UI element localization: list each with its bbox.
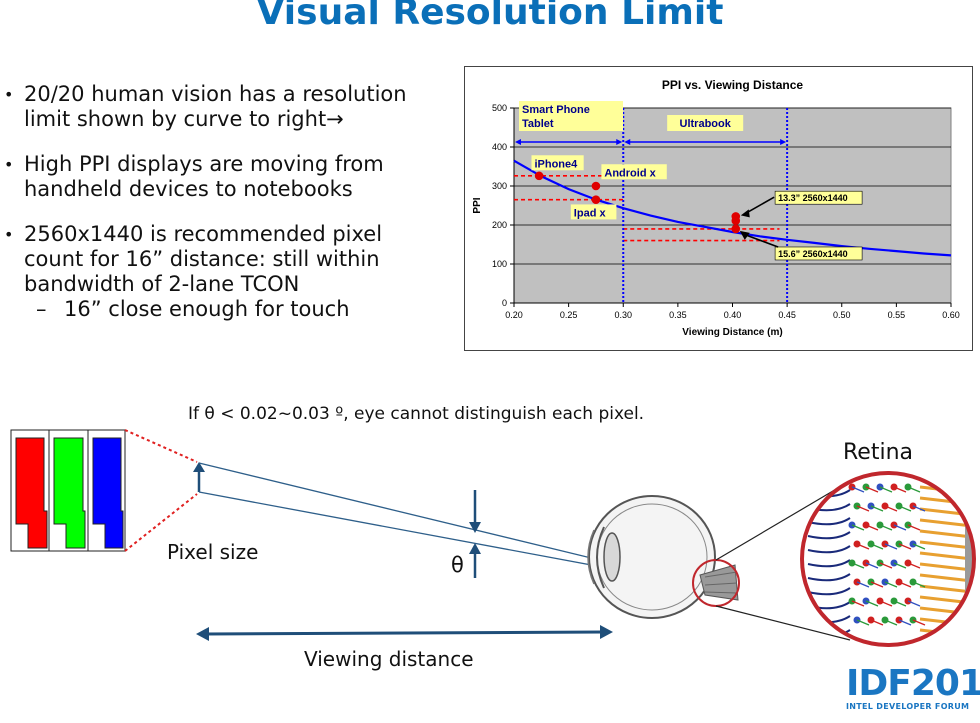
bullet-item: 20/20 human vision has a resolution limi…	[4, 82, 464, 132]
x-tick-label: 0.55	[888, 310, 906, 320]
x-tick-label: 0.50	[833, 310, 851, 320]
pixel-size-arrow	[193, 462, 205, 492]
diagram-caption: If θ < 0.02~0.03 º, eye cannot distingui…	[188, 404, 645, 424]
bullet-item: 2560x1440 is recommended pixel count for…	[4, 222, 464, 297]
theta-arrows	[469, 490, 481, 578]
region-label-box	[667, 115, 744, 131]
annotation-arrow	[742, 233, 779, 248]
device-annotation-box	[774, 190, 863, 205]
device-annotation-box	[774, 246, 863, 261]
x-tick-label: 0.30	[614, 310, 632, 320]
x-tick-label: 0.45	[778, 310, 796, 320]
x-tick-label: 0.35	[669, 310, 687, 320]
slide-title: Visual Resolution Limit	[256, 0, 724, 33]
chart-svg: PPI vs. Viewing Distance 0 100 200 300 400 500…	[472, 78, 960, 338]
region-label: Tablet	[522, 118, 554, 130]
region-label-box	[519, 101, 623, 131]
y-tick-label: 500	[492, 103, 507, 113]
device-data-point	[591, 181, 601, 191]
bullet-item: High PPI displays are moving from handhe…	[4, 152, 464, 202]
device-data-point	[731, 216, 741, 226]
y-tick-label: 100	[492, 259, 507, 269]
x-tick-label: 0.25	[560, 310, 578, 320]
y-tick-label: 0	[502, 298, 507, 308]
resolution-limit-curve	[513, 159, 952, 257]
device-data-point	[534, 171, 544, 181]
device-annotation-label: 15.6” 2560x1440	[778, 249, 848, 259]
annotation-arrowhead	[740, 209, 750, 218]
blue-subpixel	[92, 437, 124, 549]
logo-main-text: IDF2012	[846, 663, 980, 704]
retina-zoom-lines	[715, 487, 851, 641]
device-annotation-label: 13.3” 2560x1440	[778, 193, 848, 203]
zoom-lines	[124, 429, 198, 552]
y-tick-label: 300	[492, 181, 507, 191]
idf-logo: IDF2012 INTEL DEVELOPER FORUM	[846, 663, 980, 712]
region-arrowhead-right	[780, 139, 787, 145]
y-axis-label: PPI	[472, 197, 483, 213]
logo-sub-text: INTEL DEVELOPER FORUM	[846, 702, 970, 711]
eye-icon	[587, 495, 740, 619]
x-axis-label: Viewing Distance (m)	[682, 327, 782, 338]
bullet-list: 20/20 human vision has a resolution limi…	[4, 82, 464, 322]
pixel-size-label: Pixel size	[167, 540, 259, 564]
region-arrowhead-right	[616, 139, 623, 145]
red-subpixel	[15, 437, 48, 549]
x-tick-label: 0.40	[724, 310, 742, 320]
viewing-distance-arrow	[196, 625, 613, 641]
device-annotation-label: Android x	[604, 167, 656, 179]
device-data-point	[591, 195, 601, 204]
sub-bullet-item: 16” close enough for touch	[4, 297, 464, 322]
pixel-box	[10, 429, 126, 552]
green-subpixel	[53, 437, 86, 549]
chart-title: PPI vs. Viewing Distance	[662, 78, 803, 92]
region-arrowhead-left	[624, 139, 631, 145]
region-arrowhead-left	[515, 139, 521, 145]
retina-label: Retina	[843, 440, 913, 465]
device-annotation-label: iPhone4	[534, 158, 578, 170]
device-annotation-box	[531, 155, 584, 171]
ppi-chart: PPI vs. Viewing Distance 0 100 200 300 400 500…	[464, 66, 973, 351]
retina-detail-image	[800, 471, 976, 647]
viewing-distance-label: Viewing distance	[304, 647, 474, 671]
device-annotation-box	[570, 204, 617, 220]
theta-label: θ	[451, 553, 464, 577]
y-tick-label: 200	[492, 220, 507, 230]
device-data-point	[731, 224, 741, 234]
x-tick-label: 0.60	[942, 310, 960, 320]
annotation-arrowhead	[739, 230, 750, 240]
device-annotation-box	[601, 164, 667, 180]
x-tick-label: 0.20	[505, 310, 523, 320]
device-annotation-label: Ipad x	[574, 207, 607, 219]
region-label: Ultrabook	[680, 118, 732, 130]
region-label: Smart Phone	[522, 104, 590, 116]
y-tick-label: 400	[492, 142, 507, 152]
